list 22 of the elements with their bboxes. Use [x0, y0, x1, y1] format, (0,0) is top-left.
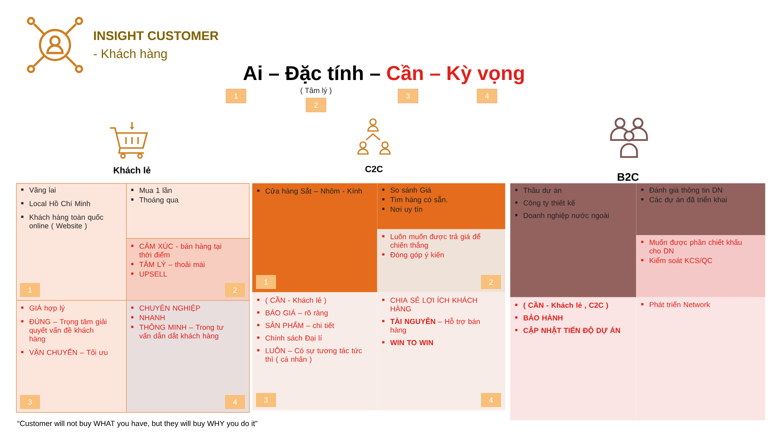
quadrant-cell — [377, 292, 506, 410]
quadrant-cell — [252, 292, 378, 410]
quadrant-cell — [636, 235, 766, 298]
quadrant-cell — [636, 183, 766, 236]
quadrant-cell — [377, 229, 506, 292]
subheading: - Khách hàng — [94, 48, 167, 61]
main-heading: Cần – Kỳ vọng — [387, 64, 524, 84]
quadrant-cell — [510, 297, 636, 420]
quadrant-cell — [126, 183, 250, 239]
quadrant-cell — [126, 238, 250, 301]
quadrant-cell — [252, 183, 378, 292]
quadrant-cell — [636, 297, 766, 420]
heading: INSIGHT CUSTOMER — [94, 31, 218, 40]
main-heading: Ai – Đặc tính – — [243, 65, 380, 84]
quadrant-cell — [16, 183, 127, 301]
category-heading: C2C — [365, 166, 383, 172]
category-heading: Khách lẻ — [114, 166, 150, 174]
quadrant-cell — [126, 300, 250, 413]
category-heading: B2C — [618, 173, 639, 181]
quadrant-cell — [510, 183, 636, 298]
quadrant-cell — [377, 183, 506, 230]
quadrant-cell — [16, 300, 127, 413]
